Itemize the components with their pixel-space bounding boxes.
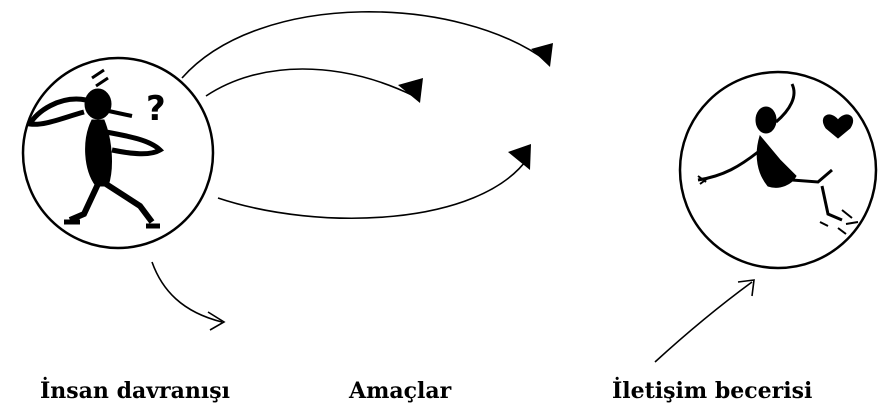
label-goals: Amaçlar	[349, 378, 452, 404]
arrowhead-lower	[508, 144, 531, 170]
communication-skill-node	[678, 70, 878, 270]
arrowhead-bottom-left	[207, 311, 226, 331]
arrowhead-to-right-circle	[737, 279, 755, 297]
arrow-middle	[205, 68, 415, 97]
arrow-to-right-circle	[654, 281, 753, 363]
arrow-top	[181, 11, 549, 79]
question-mark-glyph: ?	[146, 89, 166, 129]
left-circle	[21, 56, 215, 250]
arrowhead-middle	[398, 78, 423, 103]
arrowhead-top	[531, 43, 553, 67]
right-circle	[678, 70, 878, 270]
arrows	[151, 11, 755, 363]
label-communication-skill: İletişim becerisi	[612, 378, 813, 404]
label-human-behavior: İnsan davranışı	[40, 378, 230, 404]
arrow-lower	[217, 157, 529, 219]
human-behavior-node: ?	[21, 56, 215, 250]
arrow-bottom-left	[151, 261, 223, 323]
happy-person-icon	[697, 83, 859, 235]
confused-person-icon	[26, 68, 165, 229]
